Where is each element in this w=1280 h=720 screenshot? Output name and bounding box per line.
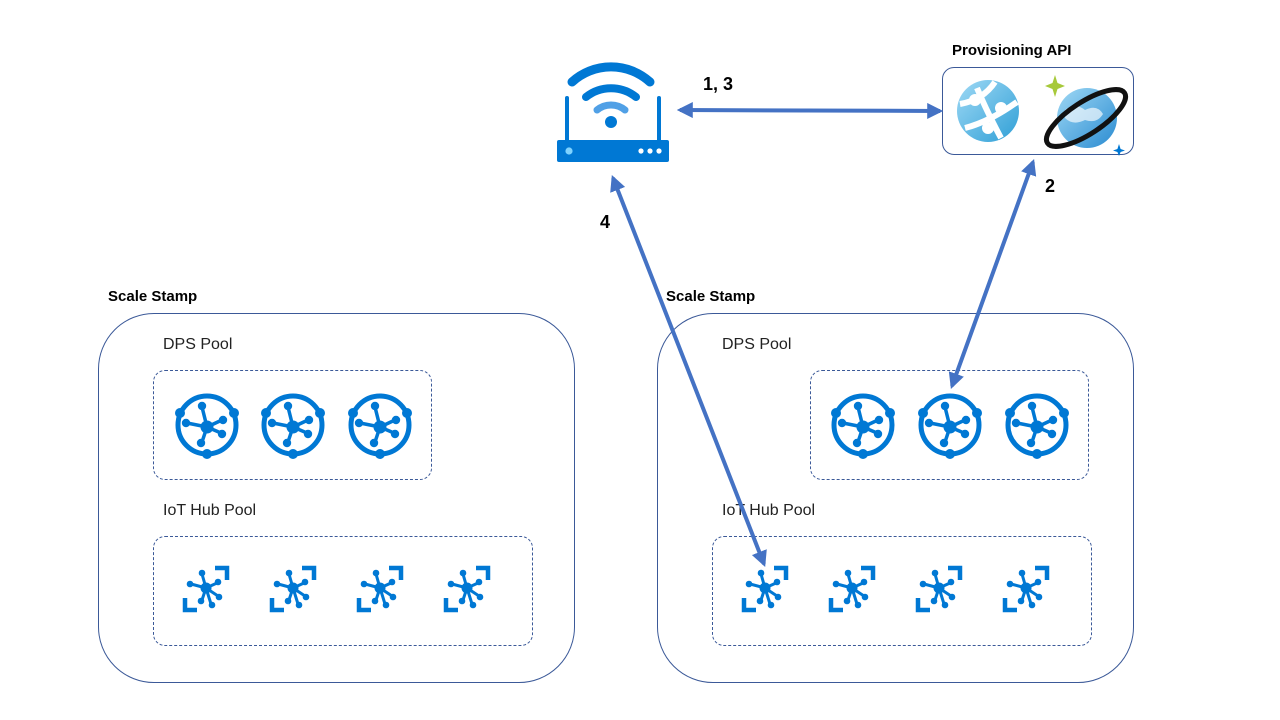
iot-hub-pool-label: IoT Hub Pool [163, 502, 257, 519]
arrow-4 [610, 175, 767, 567]
provisioning-api-box [942, 67, 1134, 156]
iot-hub-pool-box [712, 536, 1092, 646]
step-2-label: 2 [1045, 176, 1056, 196]
cosmos-db-icon [1039, 74, 1133, 156]
scale-stamp-label: Scale Stamp [108, 288, 198, 305]
step-1-3-label: 1, 3 [703, 74, 734, 94]
provisioning-api-label: Provisioning API [952, 42, 1072, 59]
app-service-icon [955, 78, 1021, 144]
scale-stamp-label: Scale Stamp [666, 288, 756, 305]
arrow-1-3 [676, 102, 944, 119]
wifi-router-icon [556, 60, 670, 164]
scale-stamp-box [98, 313, 575, 683]
step-4-label: 4 [600, 212, 611, 232]
dps-pool-label: DPS Pool [163, 336, 233, 353]
iot-hub-pool-box [153, 536, 533, 646]
arrow-2 [948, 158, 1037, 390]
dps-pool-box [153, 370, 432, 480]
